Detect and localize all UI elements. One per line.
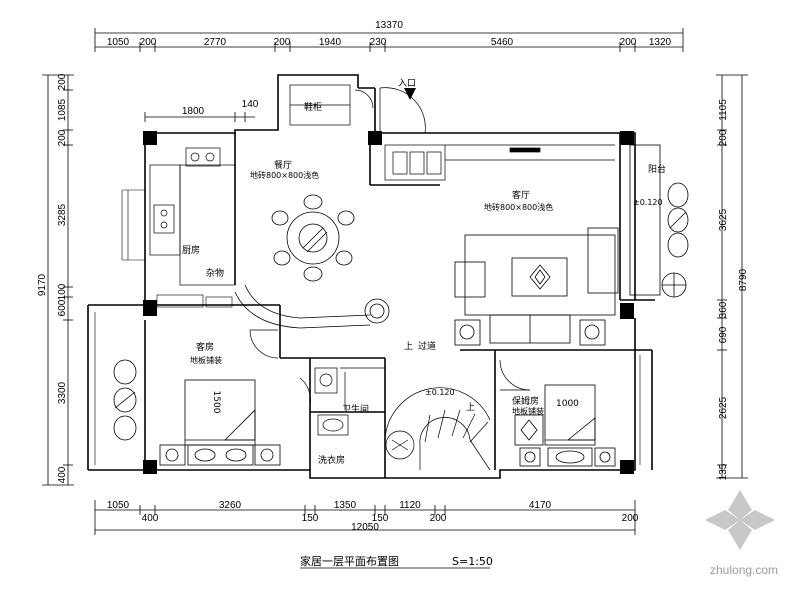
kitchen-fixtures: [149, 147, 236, 286]
dim-right-seg: 135: [718, 463, 729, 480]
top-dimension-chain: [94, 28, 684, 122]
drawing-title: 家居一层平面布置图: [300, 554, 399, 568]
dim-top-seg: 1320: [649, 37, 672, 48]
entrance-arrow-icon: [404, 88, 416, 100]
bed-dim-guest: 1500: [211, 391, 221, 414]
dim-top-seg: 230: [370, 37, 387, 48]
dim-left-seg: 100: [57, 283, 68, 300]
dim-top-seg: 2770: [204, 37, 227, 48]
bottom-dimension-chain: [94, 500, 636, 535]
room-label-bathroom: 卫生间: [342, 403, 369, 415]
dim-right-total: 8790: [738, 268, 749, 291]
dim-top-seg: 1940: [319, 37, 342, 48]
room-label-entrance: 入口: [398, 78, 416, 89]
elevation-balcony: ±0.120: [633, 198, 663, 207]
nanny-room-fixtures: [514, 384, 616, 467]
room-label-kitchen: 厨房: [182, 244, 200, 256]
floor-note-nanny: 地板铺装: [512, 406, 544, 416]
dim-left-seg: 200: [57, 129, 68, 146]
dim-bottom-seg: 1050: [107, 500, 130, 511]
bed-dim-nanny: 1000: [556, 399, 579, 409]
dim-left-seg: 200: [57, 73, 68, 90]
dim-bottom-seg: 1350: [334, 500, 357, 511]
dim-bottom-seg2: 150: [372, 513, 389, 524]
dim-top-seg: 1050: [107, 37, 130, 48]
spiral-stair: [384, 387, 491, 471]
cabinet-strip: [156, 294, 233, 308]
room-label-laundry: 洗衣房: [318, 454, 345, 466]
dim-right-seg: 3625: [718, 208, 729, 231]
dim-right-seg: 690: [718, 326, 729, 343]
dim-left-seg: 1085: [57, 98, 68, 121]
elevation-hall: ±0.120: [425, 388, 455, 397]
dim-bottom-seg2: 200: [430, 513, 447, 524]
aisle-label: 过道: [418, 340, 436, 352]
floor-note-dining: 地砖800×800浅色: [250, 170, 319, 180]
guest-room-fixtures: [113, 359, 281, 466]
dim-top-seg: 200: [140, 37, 157, 48]
doors: [249, 87, 531, 406]
tv-cabinet: [384, 144, 615, 181]
shoe-cabinet: [289, 84, 351, 126]
stair-up-label-2: 上: [466, 402, 475, 413]
floor-note-living: 地砖800×800浅色: [484, 202, 553, 212]
columns: [143, 131, 634, 474]
dim-bottom-seg: 1120: [399, 500, 421, 511]
room-label-balcony: 阳台: [648, 163, 666, 175]
dim-top-total: 13370: [375, 20, 403, 31]
dim-bottom-seg: 3260: [219, 500, 242, 511]
dim-left-seg: 3300: [57, 381, 68, 404]
dim-right-seg: 2625: [718, 396, 729, 419]
dim-right-seg: 360: [718, 301, 729, 318]
dim-bottom-seg2: 400: [142, 513, 159, 524]
dim-left-total: 9170: [37, 273, 48, 296]
dim-left-seg: 3285: [57, 203, 68, 226]
wall-hatch-inner: [94, 189, 641, 465]
dim-bottom-seg2: 150: [302, 513, 319, 524]
dim-top-inner: 140: [242, 99, 259, 110]
dim-bottom-seg: 4170: [529, 500, 552, 511]
room-label-guest: 客房: [196, 341, 214, 353]
dim-top-seg: 5460: [491, 37, 514, 48]
room-label-nanny: 保姆房: [512, 395, 539, 407]
dim-top-inner: 1800: [182, 106, 205, 117]
dim-bottom-total: 12050: [351, 522, 379, 533]
dim-top-seg: 200: [274, 37, 291, 48]
room-label-living: 客厅: [512, 189, 530, 201]
stair-up-label: 上: [404, 341, 413, 352]
dim-right-seg: 1105: [718, 99, 729, 121]
dim-right-seg: 200: [718, 129, 729, 146]
watermark-logo-icon: [705, 490, 775, 550]
dim-left-seg: 600: [57, 299, 68, 316]
room-label-dining: 餐厅: [274, 159, 292, 171]
dining-table-set: [271, 194, 355, 282]
drawing-scale: S=1:50: [452, 555, 493, 568]
balcony-fixtures: [629, 144, 689, 298]
sofa-set: [454, 227, 619, 346]
bathroom-fixtures: [314, 367, 385, 436]
left-dimension-chain: [42, 74, 74, 486]
room-label-shoe: 鞋柜: [304, 101, 322, 113]
right-dimension-chain: [716, 74, 748, 479]
floor-note-guest: 地板铺装: [190, 355, 222, 365]
watermark-text: zhulong.com: [710, 563, 778, 577]
dim-left-seg: 400: [57, 466, 68, 483]
bar-counter: [234, 284, 390, 329]
dim-bottom-seg2: 200: [622, 513, 639, 524]
dim-top-seg: 200: [620, 37, 637, 48]
room-label-storage: 杂物: [206, 267, 224, 279]
